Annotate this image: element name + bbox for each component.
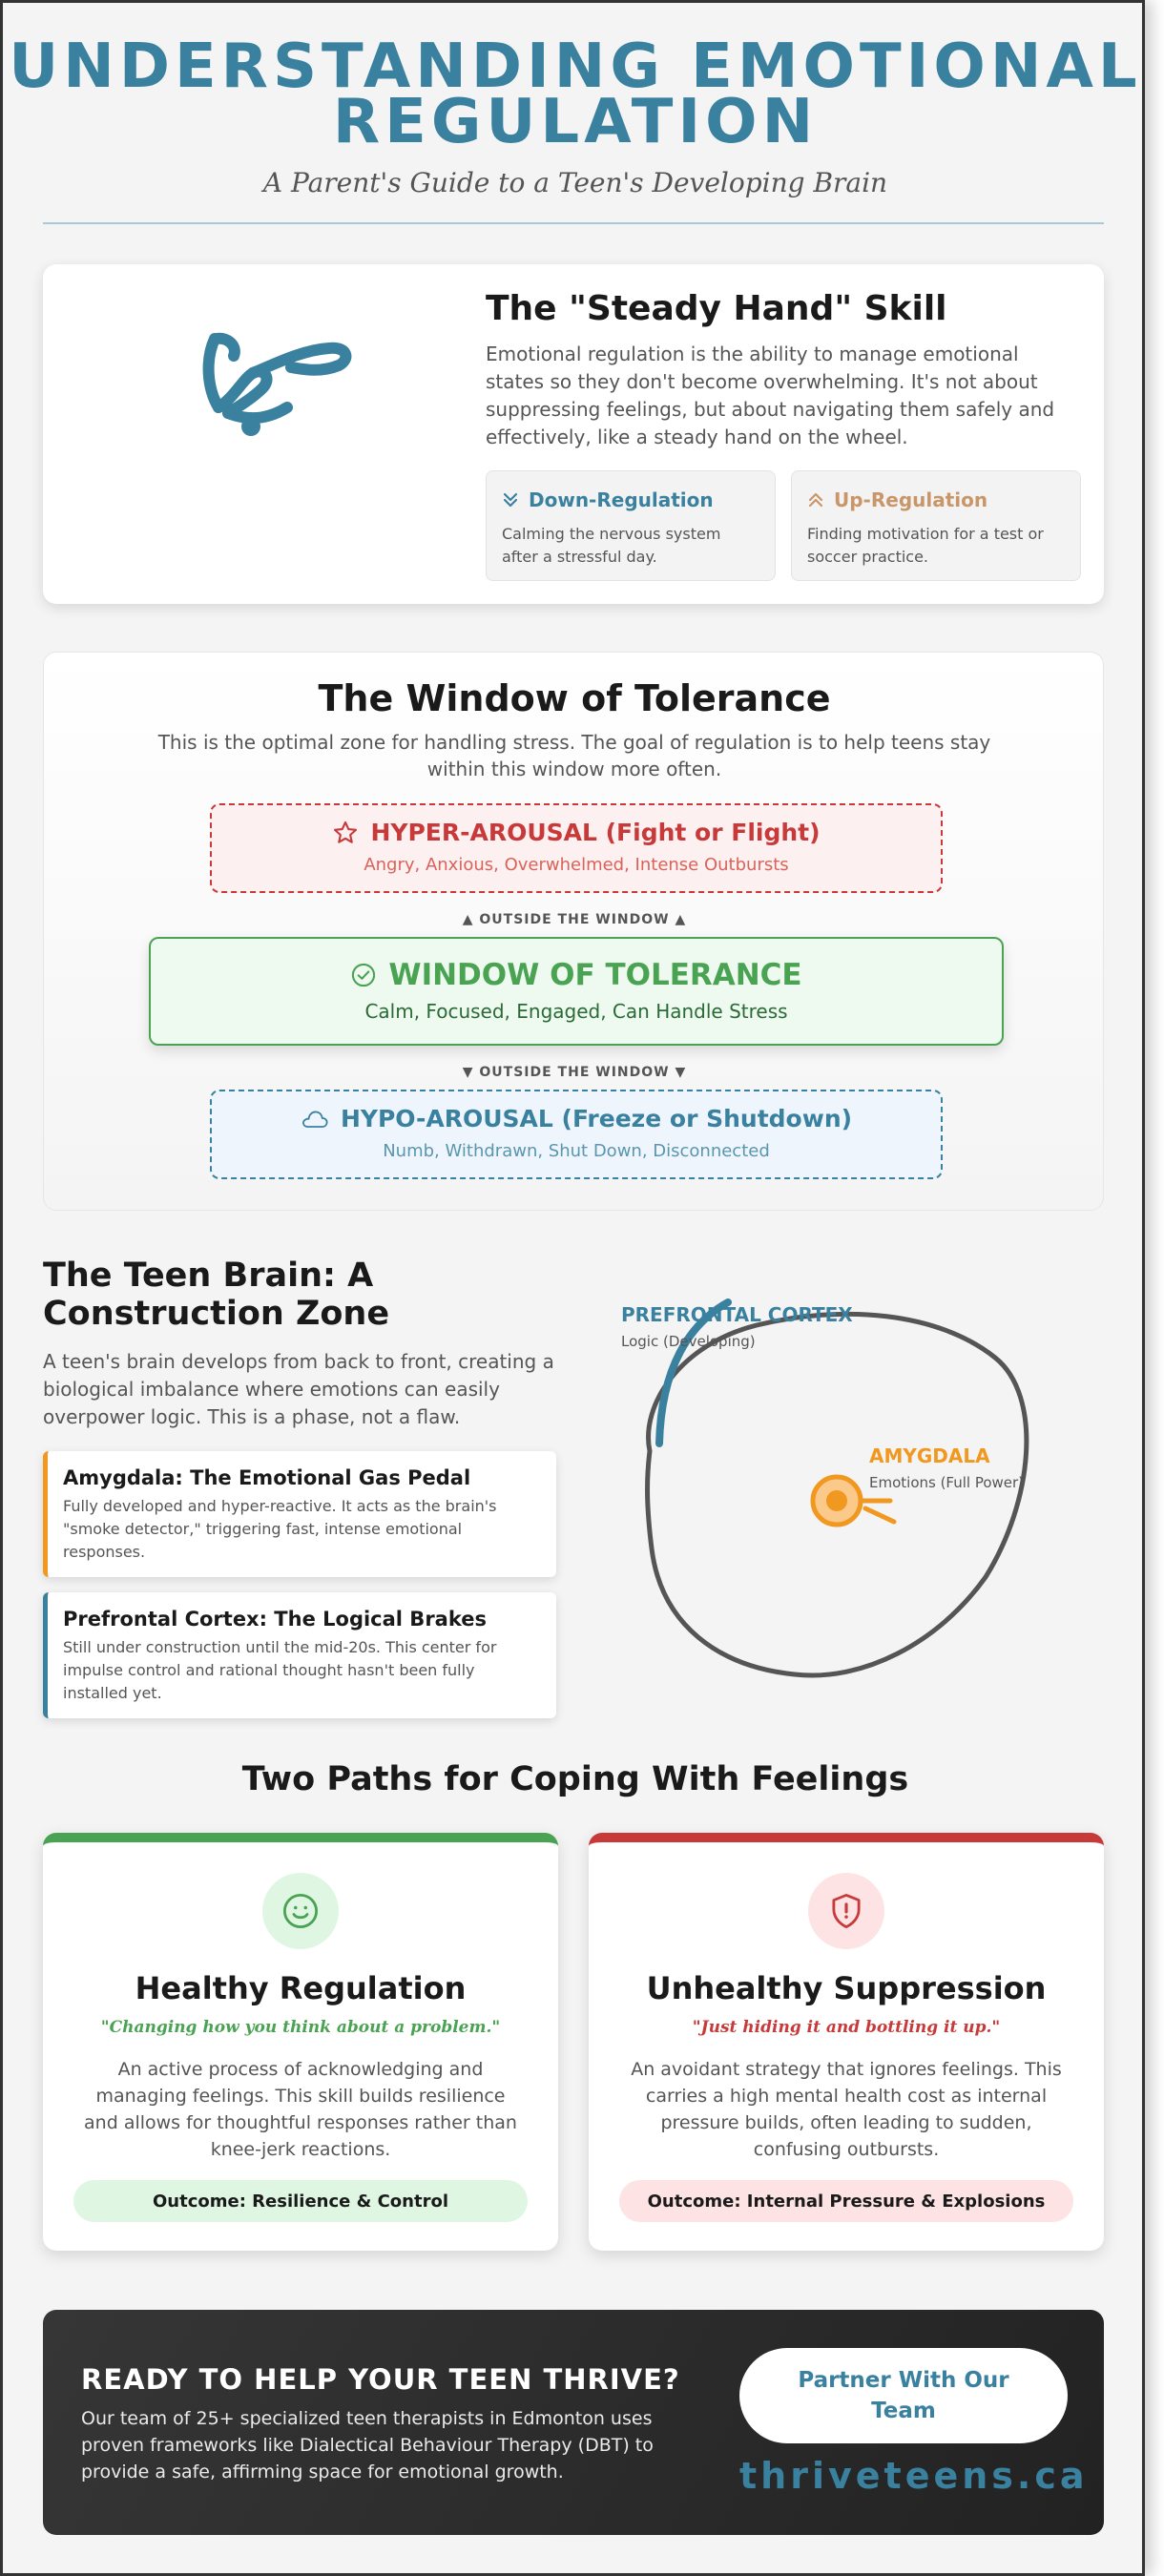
header-divider bbox=[43, 222, 1104, 224]
amygdala-card: Amygdala: The Emotional Gas Pedal Fully … bbox=[43, 1451, 556, 1577]
prefrontal-card-title: Prefrontal Cortex: The Logical Brakes bbox=[63, 1608, 487, 1631]
smile-icon bbox=[282, 1893, 319, 1929]
hyper-arousal-desc: Angry, Anxious, Overwhelmed, Intense Out… bbox=[364, 855, 789, 875]
cloud-icon bbox=[301, 1111, 328, 1128]
cta-description: Our team of 25+ specialized teen therapi… bbox=[81, 2408, 654, 2483]
prefrontal-card-desc: Still under construction until the mid-2… bbox=[63, 1638, 497, 1702]
cta-title: READY TO HELP YOUR TEEN THRIVE? bbox=[81, 2363, 680, 2396]
brain-diagram: PREFRONTAL CORTEX Logic (Developing) AMY… bbox=[621, 1298, 1029, 1678]
double-chevron-down-icon bbox=[503, 492, 518, 508]
page-title-line-1: UNDERSTANDING EMOTIONAL bbox=[9, 31, 1142, 102]
down-regulation-desc: Calming the nervous system after a stres… bbox=[502, 525, 721, 566]
amygdala-label: AMYGDALA bbox=[869, 1444, 990, 1467]
teen-brain-intro: A teen's brain develops from back to fro… bbox=[43, 1350, 554, 1428]
up-regulation-label: Up-Regulation bbox=[834, 488, 988, 511]
amygdala-pointer bbox=[859, 1498, 897, 1525]
unhealthy-suppression-quote: "Just hiding it and bottling it up." bbox=[692, 2018, 1001, 2037]
shield-alert-icon bbox=[832, 1893, 861, 1929]
unhealthy-suppression-title: Unhealthy Suppression bbox=[646, 1970, 1047, 2006]
steady-hand-description: Emotional regulation is the ability to m… bbox=[486, 343, 1055, 448]
window-intro: This is the optimal zone for handling st… bbox=[157, 731, 991, 780]
prefrontal-cortex-label: PREFRONTAL CORTEX bbox=[621, 1303, 853, 1326]
hyper-arousal-title: HYPER-AROUSAL (Fight or Flight) bbox=[370, 819, 821, 846]
prefrontal-cortex-arc bbox=[655, 1298, 732, 1447]
partner-with-team-button[interactable]: Partner With Our Team bbox=[739, 2348, 1068, 2443]
amygdala-core bbox=[826, 1490, 847, 1511]
hyper-arousal-zone: HYPER-AROUSAL (Fight or Flight) Angry, A… bbox=[210, 803, 943, 893]
window-of-tolerance-desc: Calm, Focused, Engaged, Can Handle Stres… bbox=[364, 1000, 788, 1023]
teen-brain-title: The Teen Brain: A Construction Zone bbox=[43, 1257, 390, 1333]
unhealthy-suppression-desc: An avoidant strategy that ignores feelin… bbox=[631, 2059, 1062, 2160]
brain-outline bbox=[645, 1311, 1029, 1678]
star-icon bbox=[334, 821, 358, 843]
healthy-regulation-quote: "Changing how you think about a problem.… bbox=[100, 2018, 501, 2037]
healthy-regulation-desc: An active process of acknowledging and m… bbox=[84, 2059, 517, 2160]
page-title-line-2: REGULATION bbox=[332, 87, 819, 157]
steady-hand-card: The "Steady Hand" Skill Emotional regula… bbox=[43, 264, 1104, 604]
outside-window-label-up: ▲ OUTSIDE THE WINDOW ▲ bbox=[462, 912, 687, 927]
check-circle-icon bbox=[352, 963, 376, 987]
window-title: The Window of Tolerance bbox=[318, 677, 831, 719]
call-to-action-banner: READY TO HELP YOUR TEEN THRIVE? Our team… bbox=[43, 2310, 1104, 2535]
page-subtitle: A Parent's Guide to a Teen's Developing … bbox=[262, 167, 888, 198]
website-link[interactable]: thriveteens.ca bbox=[739, 2455, 1089, 2497]
healthy-regulation-title: Healthy Regulation bbox=[135, 1970, 467, 2006]
up-regulation-box: Up-Regulation Finding motivation for a t… bbox=[791, 470, 1081, 581]
unhealthy-suppression-card: Unhealthy Suppression "Just hiding it an… bbox=[589, 1833, 1104, 2251]
up-regulation-desc: Finding motivation for a test or soccer … bbox=[807, 525, 1044, 566]
steady-hand-title: The "Steady Hand" Skill bbox=[486, 289, 947, 328]
double-chevron-up-icon bbox=[808, 492, 823, 508]
prefrontal-cortex-card: Prefrontal Cortex: The Logical Brakes St… bbox=[43, 1592, 556, 1718]
down-regulation-box: Down-Regulation Calming the nervous syst… bbox=[486, 470, 776, 581]
prefrontal-cortex-sublabel: Logic (Developing) bbox=[621, 1333, 756, 1350]
window-of-tolerance-card: The Window of Tolerance This is the opti… bbox=[43, 652, 1104, 1211]
page-title: UNDERSTANDING EMOTIONAL REGULATION bbox=[3, 31, 1142, 157]
amygdala-card-desc: Fully developed and hyper-reactive. It a… bbox=[63, 1497, 497, 1561]
amygdala-sublabel: Emotions (Full Power) bbox=[869, 1474, 1024, 1491]
unhealthy-outcome-badge: Outcome: Internal Pressure & Explosions bbox=[619, 2180, 1073, 2222]
hypo-arousal-desc: Numb, Withdrawn, Shut Down, Disconnected bbox=[383, 1141, 770, 1161]
two-paths-title: Two Paths for Coping With Feelings bbox=[241, 1760, 909, 1798]
amygdala-card-title: Amygdala: The Emotional Gas Pedal bbox=[63, 1466, 471, 1489]
hypo-arousal-zone: HYPO-AROUSAL (Freeze or Shutdown) Numb, … bbox=[210, 1090, 943, 1179]
down-regulation-label: Down-Regulation bbox=[529, 488, 714, 511]
window-of-tolerance-zone: WINDOW OF TOLERANCE Calm, Focused, Engag… bbox=[149, 937, 1004, 1046]
healthy-regulation-card: Healthy Regulation "Changing how you thi… bbox=[43, 1833, 558, 2251]
window-of-tolerance-title: WINDOW OF TOLERANCE bbox=[388, 958, 802, 992]
hypo-arousal-title: HYPO-AROUSAL (Freeze or Shutdown) bbox=[340, 1105, 853, 1132]
steady-hand-illustration bbox=[202, 332, 352, 436]
healthy-outcome-badge: Outcome: Resilience & Control bbox=[73, 2180, 528, 2222]
outside-window-label-down: ▼ OUTSIDE THE WINDOW ▼ bbox=[462, 1065, 687, 1080]
